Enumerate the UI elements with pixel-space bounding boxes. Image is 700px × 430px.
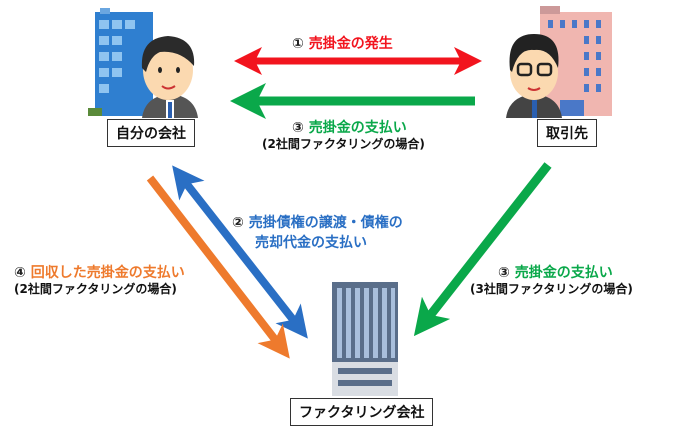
own-company-person-icon xyxy=(141,36,198,118)
flow-2-label-line2: 売却代金の支払い xyxy=(255,235,367,251)
client-person-icon xyxy=(506,34,562,118)
factoring-company-building-icon xyxy=(332,282,398,396)
arrow-payment-3party xyxy=(413,162,552,337)
node-factoring-company: ファクタリング会社 xyxy=(290,398,434,426)
node-client: 取引先 xyxy=(537,119,597,147)
flow-3-2party-sub: (2社間ファクタリングの場合) xyxy=(262,137,425,151)
arrow-collected-payment xyxy=(146,175,290,359)
flow-3-2party-label: ③ 売掛金の支払い xyxy=(292,120,407,136)
flow-3-3party-label: ③ 売掛金の支払い xyxy=(498,265,613,281)
flow-3-3party-sub: (3社間ファクタリングの場合) xyxy=(470,282,633,296)
flow-2-label: ② 売掛債権の譲渡・債権の xyxy=(232,215,403,231)
flow-1-label: ① 売掛金の発生 xyxy=(292,36,393,52)
flow-4-label: ④ 回収した売掛金の支払い xyxy=(14,265,185,281)
arrow-assignment xyxy=(172,165,308,339)
flow-4-sub: (2社間ファクタリングの場合) xyxy=(14,282,177,296)
node-own-company: 自分の会社 xyxy=(107,119,195,147)
